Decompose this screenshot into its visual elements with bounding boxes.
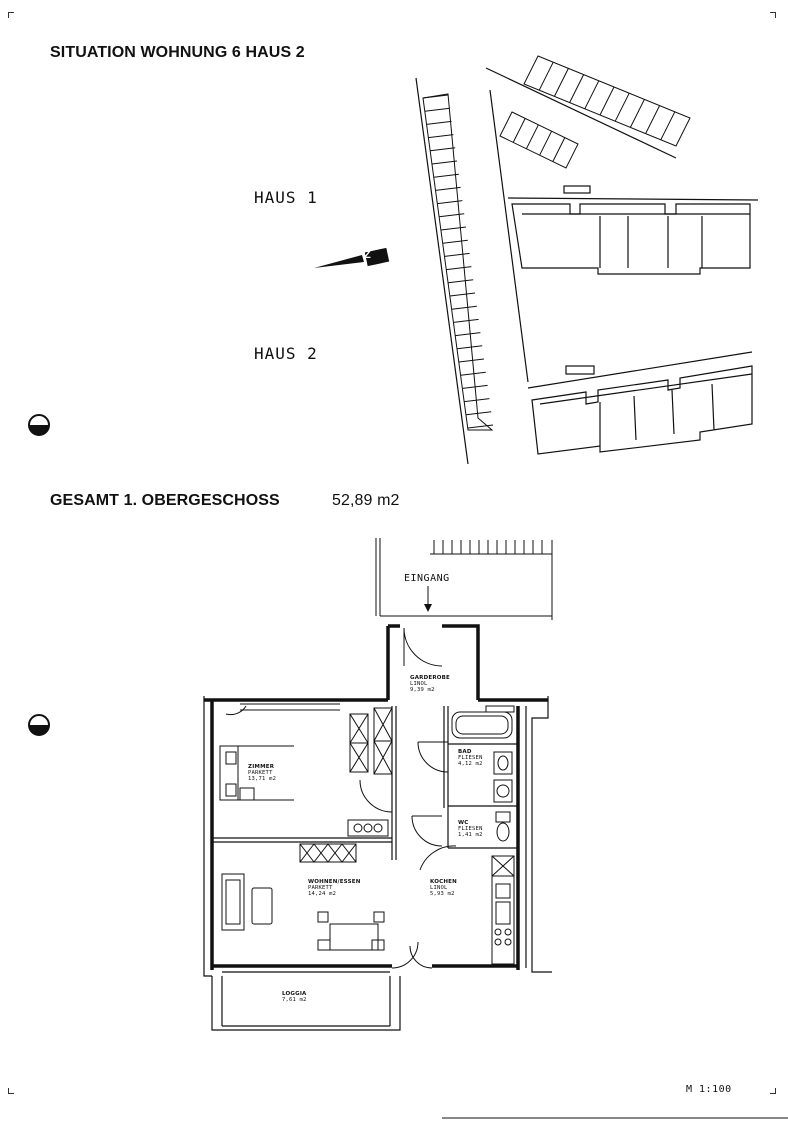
- room-loggia: LOGGIA 7,61 m2: [282, 991, 307, 1003]
- room-floor: PARKETT: [308, 885, 333, 891]
- room-area: 14,24 m2: [308, 891, 337, 897]
- room-name: LOGGIA: [282, 991, 307, 997]
- room-zimmer: ZIMMER PARKETT 13,71 m2: [248, 764, 276, 782]
- situation-heading: SITUATION WOHNUNG 6 HAUS 2: [50, 44, 305, 61]
- room-floor: FLIESEN: [458, 755, 483, 761]
- room-name: WOHNEN/ESSEN: [308, 879, 361, 885]
- crop-mark-bottom-right: [770, 1088, 776, 1094]
- room-floor: LINOL: [430, 885, 448, 891]
- crop-mark-top-left: [8, 12, 14, 18]
- room-name: ZIMMER: [248, 764, 275, 770]
- room-area: 4,12 m2: [458, 761, 483, 767]
- room-floor: PARKETT: [248, 770, 273, 776]
- room-area: 1,41 m2: [458, 832, 483, 838]
- punch-hole-bottom: [28, 714, 50, 736]
- room-garderobe: GARDEROBE LINOL 9,39 m2: [410, 675, 450, 693]
- crop-mark-top-right: [770, 12, 776, 18]
- crop-mark-bottom-left: [8, 1088, 14, 1094]
- room-wohnen-essen: WOHNEN/ESSEN PARKETT 14,24 m2: [308, 879, 361, 897]
- room-floor: FLIESEN: [458, 826, 483, 832]
- area-total: 52,89 m2: [332, 492, 400, 509]
- room-area: 9,39 m2: [410, 687, 435, 693]
- haus2-label: HAUS 2: [254, 344, 318, 363]
- north-letter: Z: [364, 249, 371, 261]
- gesamt-heading: GESAMT 1. OBERGESCHOSS: [50, 492, 280, 509]
- eingang-label: EINGANG: [404, 573, 450, 584]
- scale-label: M 1:100: [686, 1084, 732, 1095]
- room-name: KOCHEN: [430, 879, 457, 885]
- room-kochen: KOCHEN LINOL 5,93 m2: [430, 879, 457, 897]
- room-wc: WC FLIESEN 1,41 m2: [458, 820, 483, 838]
- punch-hole-top: [28, 414, 50, 436]
- haus1-label: HAUS 1: [254, 188, 318, 207]
- room-name: GARDEROBE: [410, 675, 450, 681]
- room-area: 5,93 m2: [430, 891, 455, 897]
- room-area: 7,61 m2: [282, 997, 307, 1003]
- room-area: 13,71 m2: [248, 776, 277, 782]
- room-name: BAD: [458, 749, 472, 755]
- room-bad: BAD FLIESEN 4,12 m2: [458, 749, 483, 767]
- room-name: WC: [458, 820, 469, 826]
- room-floor: LINOL: [410, 681, 428, 687]
- north-arrow-icon: [314, 247, 390, 268]
